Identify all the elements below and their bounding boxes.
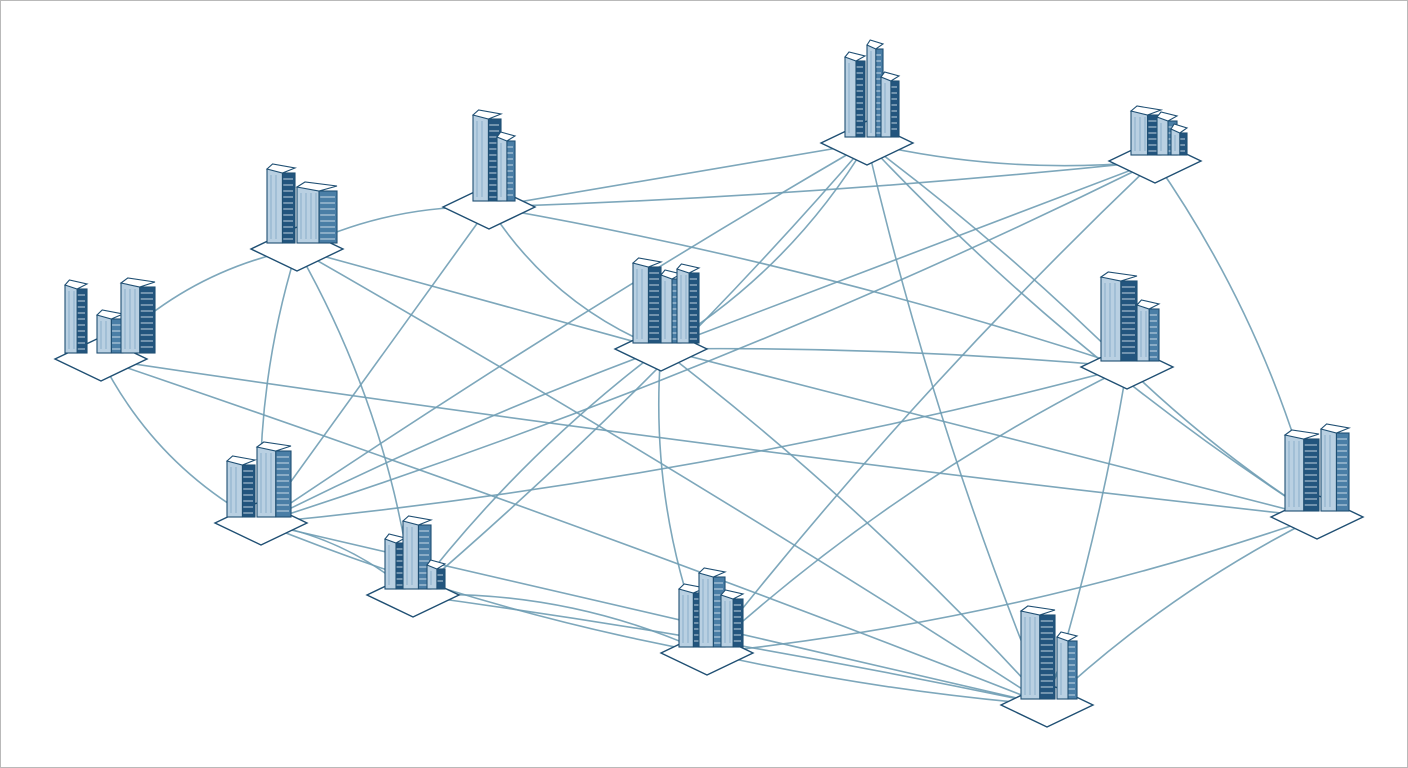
- office-buildings-icon: [384, 515, 447, 590]
- office-buildings-icon: [1019, 605, 1079, 700]
- network-node-n8: [213, 441, 309, 546]
- network-link: [488, 206, 1128, 368]
- network-node-n5: [1107, 105, 1203, 184]
- network-link: [660, 348, 1048, 706]
- nodes-layer: [53, 39, 1365, 728]
- network-link: [1046, 516, 1318, 706]
- network-link: [660, 347, 1128, 368]
- skyscraper-icon: [471, 109, 517, 202]
- network-link: [412, 142, 868, 596]
- network-link: [488, 142, 868, 208]
- skyscraper-icon: [844, 39, 901, 138]
- network-link: [296, 248, 1048, 706]
- network-link: [100, 358, 1318, 518]
- network-node-n10: [659, 567, 755, 676]
- office-buildings-icon: [631, 257, 701, 344]
- office-tower-icon: [1099, 271, 1161, 362]
- network-node-n3: [441, 109, 537, 230]
- network-node-n1: [53, 277, 156, 382]
- office-tower-icon: [1283, 423, 1351, 512]
- office-buildings-icon: [265, 163, 338, 244]
- network-node-n2: [249, 163, 345, 272]
- network-link: [260, 142, 868, 524]
- network-link: [660, 160, 1156, 350]
- network-link: [260, 522, 1048, 706]
- network-link: [260, 348, 662, 524]
- network-link: [706, 366, 1128, 654]
- network-link: [296, 248, 662, 350]
- network-link: [866, 142, 1318, 518]
- network-node-n11: [999, 605, 1095, 728]
- network-link: [488, 160, 1156, 208]
- network-link: [866, 142, 1048, 706]
- office-buildings-icon: [677, 567, 745, 648]
- network-node-n4: [819, 39, 915, 166]
- network-node-n12: [1269, 423, 1365, 540]
- network-link: [706, 516, 1318, 654]
- office-buildings-icon: [1129, 105, 1189, 156]
- office-buildings-icon: [64, 277, 156, 354]
- network-link: [706, 652, 1048, 706]
- office-buildings-icon: [225, 441, 292, 518]
- network-link: [260, 366, 1128, 524]
- network-link: [260, 522, 708, 654]
- network-link: [260, 160, 1156, 524]
- network-link: [866, 142, 1128, 368]
- network-link: [412, 348, 662, 596]
- network-link: [660, 348, 1318, 518]
- network-node-n6: [613, 257, 709, 372]
- network-link: [100, 358, 1048, 706]
- network-link: [706, 160, 1156, 654]
- network-node-n7: [1079, 271, 1175, 390]
- network-node-n9: [365, 515, 461, 618]
